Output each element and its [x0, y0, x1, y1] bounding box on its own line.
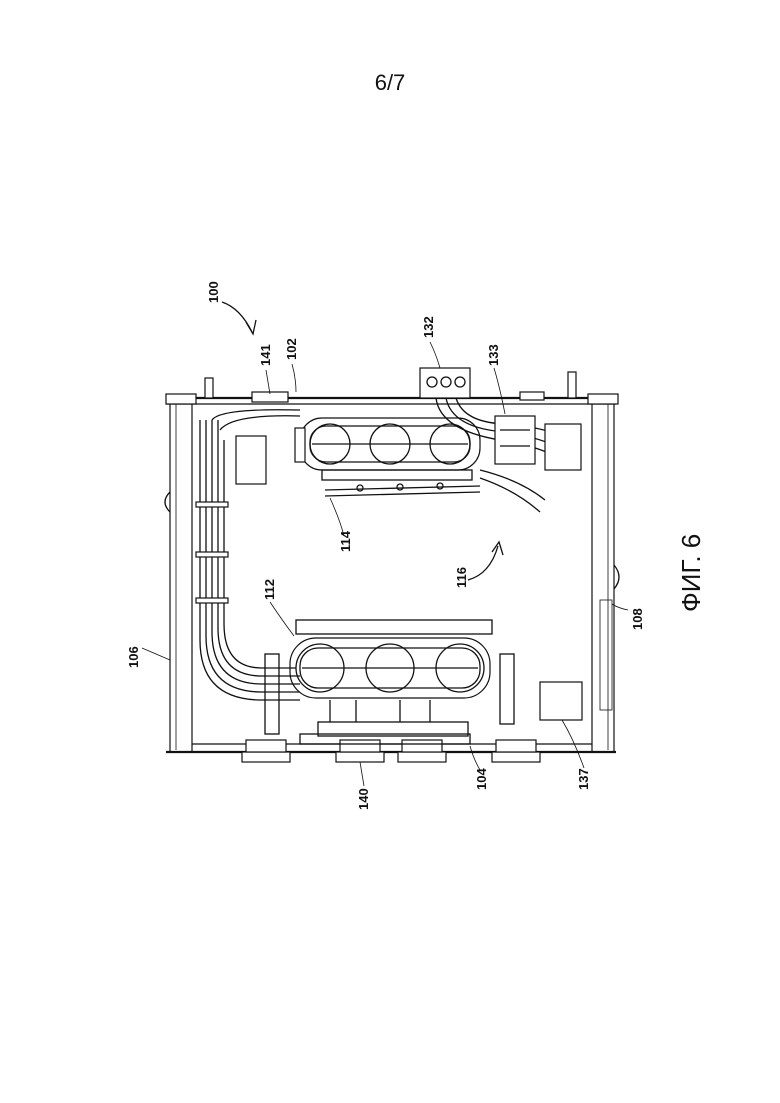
ref-104: 104 — [474, 768, 489, 790]
ref-141: 141 — [258, 344, 273, 366]
ref-140: 140 — [356, 788, 371, 810]
figure-caption: ФИГ. 6 — [676, 534, 706, 612]
ref-133: 133 — [486, 344, 501, 366]
ref-102: 102 — [284, 338, 299, 360]
reference-labels: 100 102 141 132 133 114 116 112 106 108 … — [126, 281, 645, 810]
ref-112: 112 — [262, 579, 277, 600]
ref-116: 116 — [454, 567, 469, 588]
lower-coil-assembly — [265, 620, 514, 744]
ref-114: 114 — [338, 530, 353, 552]
upper-coil-assembly — [295, 418, 480, 496]
ref-132: 132 — [421, 316, 436, 338]
ref-137: 137 — [576, 768, 591, 790]
ref-106: 106 — [126, 646, 141, 668]
ref-108: 108 — [630, 608, 645, 630]
control-box — [540, 682, 582, 720]
ref-100: 100 — [206, 281, 221, 303]
